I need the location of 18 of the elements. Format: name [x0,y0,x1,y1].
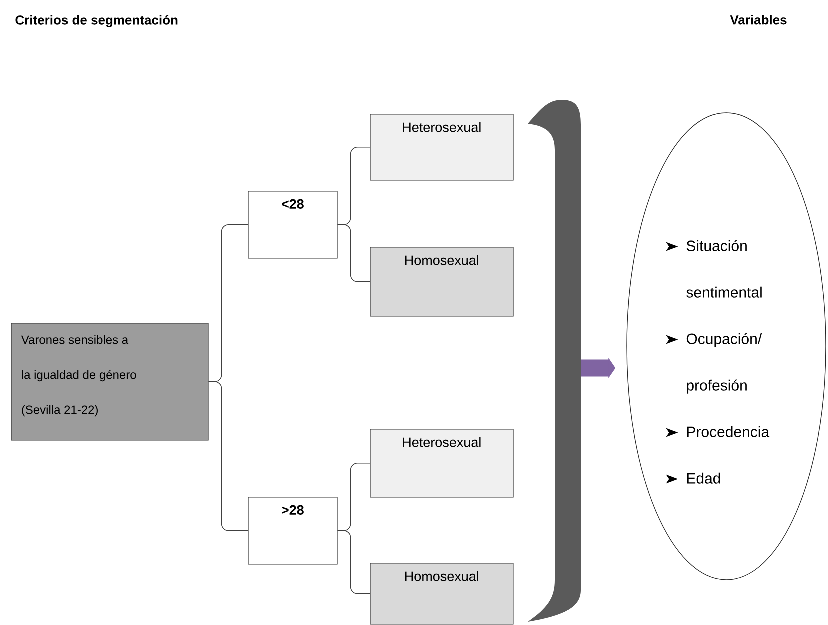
node-box: Homosexual [370,247,514,317]
list-item: Ocupación/ profesión [686,333,762,394]
variables-ellipse [626,112,826,580]
node-box: Heterosexual [370,114,514,181]
node-box: >28 [248,497,338,565]
node-box: Heterosexual [370,429,514,498]
brace-connector [208,382,248,532]
brace-connector [337,530,370,594]
list-item: Procedencia [687,426,770,438]
list-item: Situación sentimental [686,240,762,298]
brace-connector [337,224,370,282]
node-box: Homosexual [370,563,514,625]
node-box: Varones sensibles a la igualdad de género (Sevilla 21-22) [11,323,209,441]
node-box: <28 [248,191,338,259]
heading: Variables [730,15,787,25]
list-item: Edad [687,472,720,484]
bracket-drawing [528,100,581,622]
heading: Criterios de segmentación [16,15,178,28]
